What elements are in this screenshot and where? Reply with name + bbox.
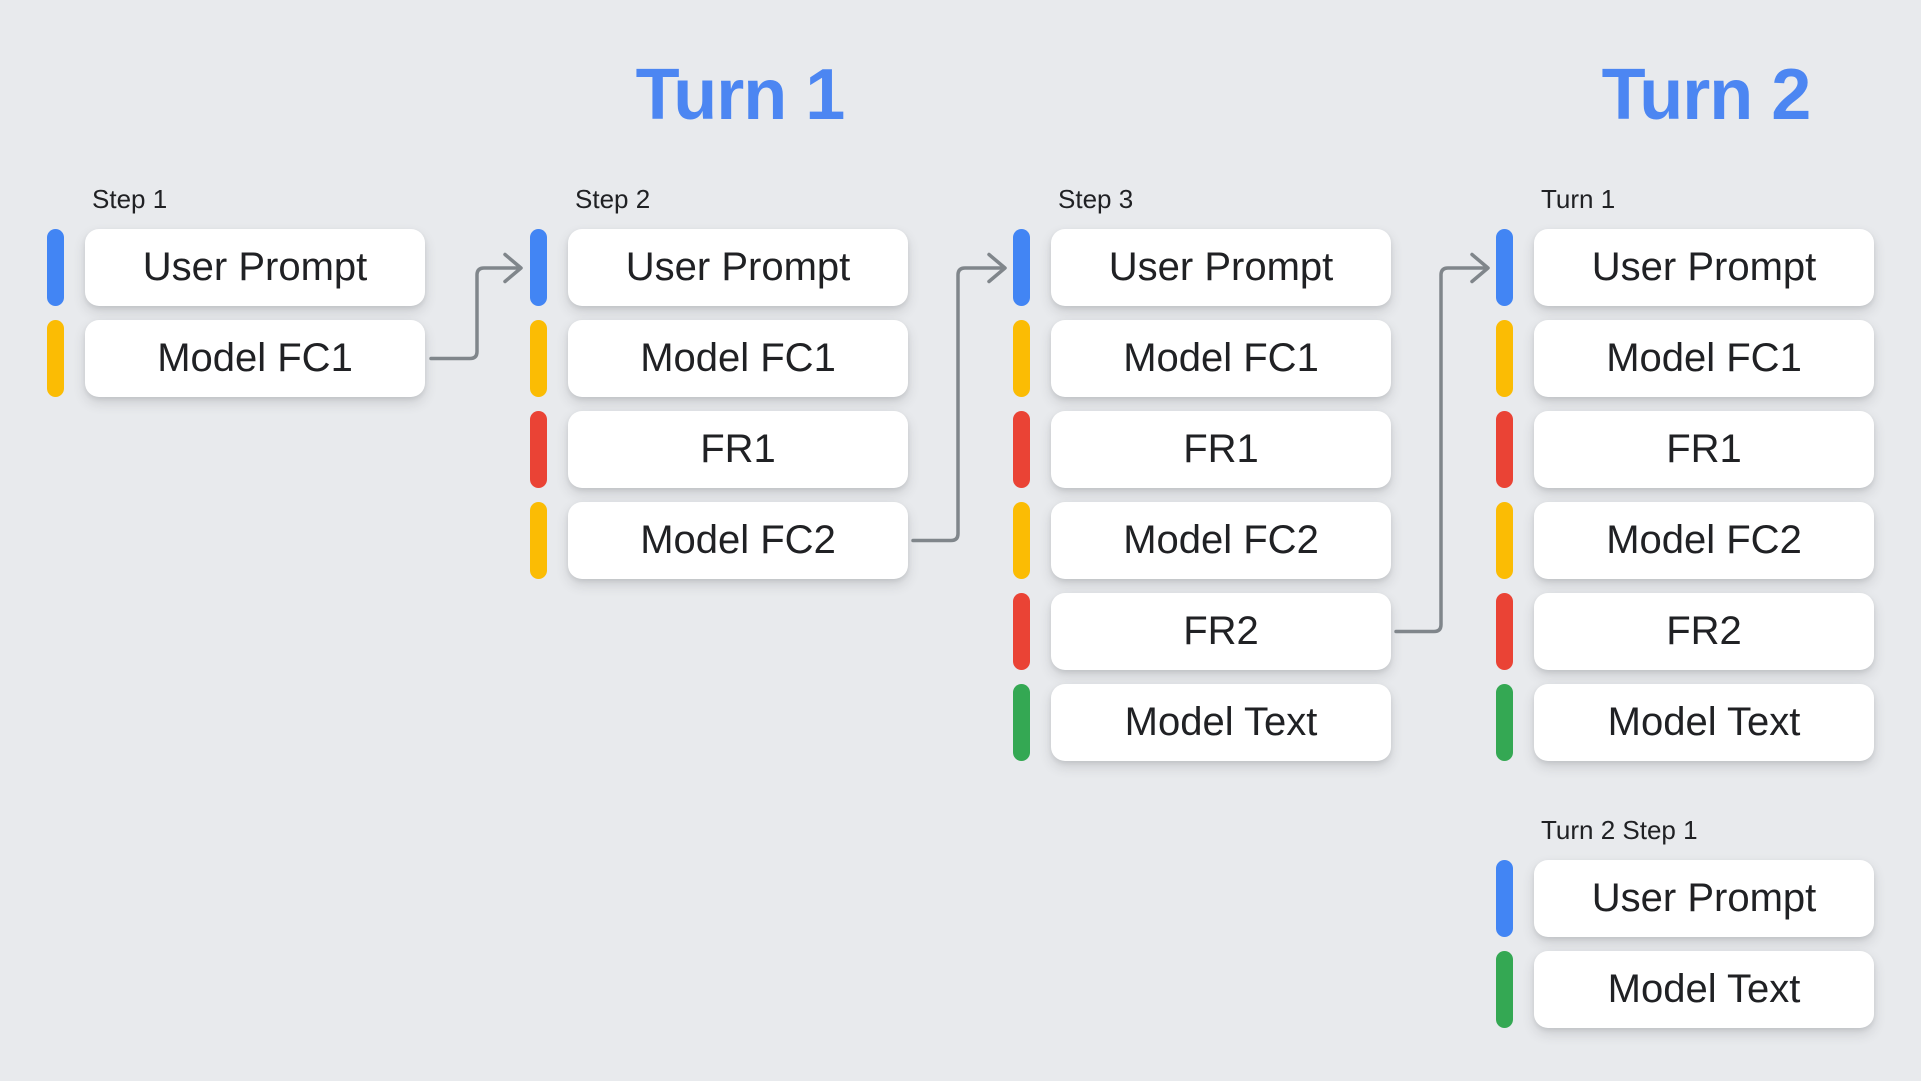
- model-fc1-box: Model FC1: [568, 320, 908, 397]
- model-fc2-box: Model FC2: [1051, 502, 1391, 579]
- function-response-pill: [1496, 593, 1513, 670]
- model-fc-pill: [1013, 502, 1030, 579]
- row-model-fc2: Model FC2: [530, 502, 908, 579]
- row-user-prompt: User Prompt: [47, 229, 425, 306]
- column-turn-2-step-1: Turn 2 Step 1 User Prompt Model Text: [1496, 814, 1874, 1042]
- user-prompt-pill: [530, 229, 547, 306]
- fr1-box: FR1: [1534, 411, 1874, 488]
- user-prompt-pill: [47, 229, 64, 306]
- row-fr1: FR1: [1013, 411, 1391, 488]
- user-prompt-pill: [1013, 229, 1030, 306]
- row-user-prompt: User Prompt: [1496, 229, 1874, 306]
- row-model-text: Model Text: [1496, 684, 1874, 761]
- function-response-pill: [1013, 411, 1030, 488]
- user-prompt-box: User Prompt: [85, 229, 425, 306]
- model-text-box: Model Text: [1051, 684, 1391, 761]
- model-text-box: Model Text: [1534, 951, 1874, 1028]
- row-user-prompt: User Prompt: [530, 229, 908, 306]
- column-label-step-1: Step 1: [92, 184, 168, 214]
- model-fc-pill: [1013, 320, 1030, 397]
- row-model-text: Model Text: [1013, 684, 1391, 761]
- row-user-prompt: User Prompt: [1496, 860, 1874, 937]
- row-model-fc1: Model FC1: [1496, 320, 1874, 397]
- model-fc1-box: Model FC1: [85, 320, 425, 397]
- model-text-pill: [1013, 684, 1030, 761]
- turn-2-title: Turn 2: [1601, 55, 1812, 135]
- row-fr2: FR2: [1496, 593, 1874, 670]
- model-fc2-box: Model FC2: [568, 502, 908, 579]
- function-response-pill: [1013, 593, 1030, 670]
- row-model-fc1: Model FC1: [1013, 320, 1391, 397]
- model-text-box: Model Text: [1534, 684, 1874, 761]
- row-fr2: FR2: [1013, 593, 1391, 670]
- model-fc1-box: Model FC1: [1051, 320, 1391, 397]
- fr1-box: FR1: [1051, 411, 1391, 488]
- user-prompt-box: User Prompt: [1534, 229, 1874, 306]
- fr1-box: FR1: [568, 411, 908, 488]
- user-prompt-box: User Prompt: [568, 229, 908, 306]
- arrowhead-icon: [987, 252, 1007, 284]
- column-step-1: Step 1 User Prompt Model FC1: [47, 183, 425, 411]
- row-user-prompt: User Prompt: [1013, 229, 1391, 306]
- user-prompt-box: User Prompt: [1534, 860, 1874, 937]
- model-fc2-box: Model FC2: [1534, 502, 1874, 579]
- model-fc-pill: [1496, 320, 1513, 397]
- user-prompt-box: User Prompt: [1051, 229, 1391, 306]
- column-step-2: Step 2 User Prompt Model FC1 FR1 Model F…: [530, 183, 908, 593]
- row-model-fc1: Model FC1: [530, 320, 908, 397]
- arrow-step1-to-step2: [429, 266, 521, 361]
- arrowhead-icon: [503, 252, 523, 284]
- turn-1-title: Turn 1: [635, 55, 846, 135]
- function-response-pill: [530, 411, 547, 488]
- model-fc1-box: Model FC1: [1534, 320, 1874, 397]
- column-label-turn-2-step-1: Turn 2 Step 1: [1541, 815, 1698, 845]
- column-label-turn-1: Turn 1: [1541, 184, 1616, 214]
- column-label-step-3: Step 3: [1058, 184, 1134, 214]
- arrowhead-icon: [1470, 252, 1490, 284]
- row-model-fc2: Model FC2: [1496, 502, 1874, 579]
- fr2-box: FR2: [1051, 593, 1391, 670]
- column-label-step-2: Step 2: [575, 184, 651, 214]
- row-fr1: FR1: [1496, 411, 1874, 488]
- fr2-box: FR2: [1534, 593, 1874, 670]
- model-fc-pill: [47, 320, 64, 397]
- arrow-step2-to-step3: [911, 266, 1005, 543]
- row-model-fc1: Model FC1: [47, 320, 425, 397]
- function-response-pill: [1496, 411, 1513, 488]
- model-fc-pill: [530, 320, 547, 397]
- column-turn-1-history: Turn 1 User Prompt Model FC1 FR1 Model F…: [1496, 183, 1874, 775]
- model-text-pill: [1496, 951, 1513, 1028]
- model-text-pill: [1496, 684, 1513, 761]
- user-prompt-pill: [1496, 860, 1513, 937]
- model-fc-pill: [1496, 502, 1513, 579]
- user-prompt-pill: [1496, 229, 1513, 306]
- arrow-step3-to-turn1: [1394, 266, 1488, 634]
- column-step-3: Step 3 User Prompt Model FC1 FR1 Model F…: [1013, 183, 1391, 775]
- row-fr1: FR1: [530, 411, 908, 488]
- model-fc-pill: [530, 502, 547, 579]
- row-model-fc2: Model FC2: [1013, 502, 1391, 579]
- row-model-text: Model Text: [1496, 951, 1874, 1028]
